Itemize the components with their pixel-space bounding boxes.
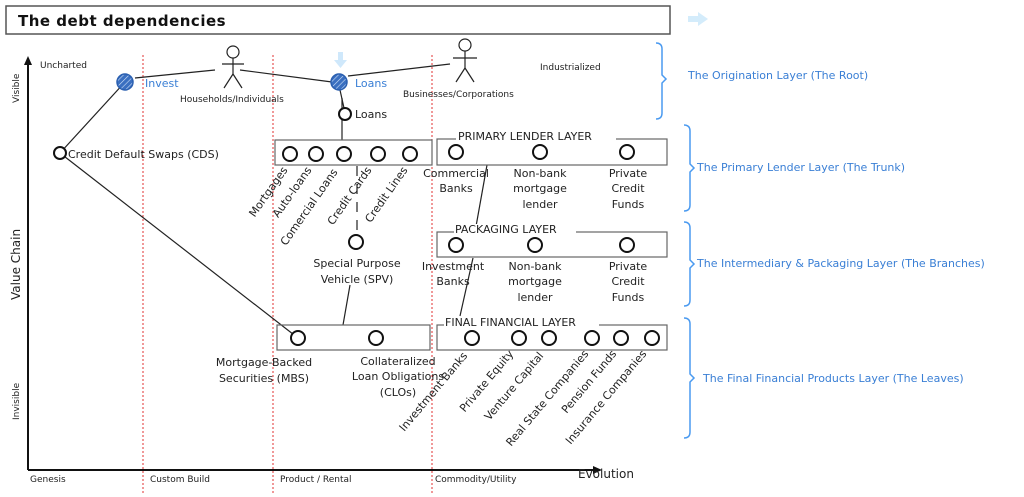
uncharted-label: Uncharted — [40, 61, 87, 71]
svg-text:Credit: Credit — [611, 182, 645, 195]
bracket-label-final: The Final Financial Products Layer (The … — [702, 372, 964, 385]
loan-types-box — [274, 139, 433, 166]
securities-box — [276, 324, 431, 351]
svg-text:Non-bank: Non-bank — [514, 167, 568, 180]
credit-lines-node[interactable] — [402, 146, 418, 162]
svg-text:(CLOs): (CLOs) — [380, 386, 416, 399]
loans-node[interactable] — [338, 107, 352, 121]
households-user-icon — [222, 45, 244, 89]
clos-node[interactable] — [368, 330, 384, 346]
stage-product: Product / Rental — [280, 475, 352, 485]
households-label: Households/Individuals — [180, 95, 284, 105]
pension-funds-node[interactable] — [613, 330, 629, 346]
bracket-final — [683, 317, 696, 439]
final-layer-nodes — [464, 330, 660, 346]
industrialized-label: Industrialized — [540, 63, 601, 73]
final-layer-title: FINAL FINANCIAL LAYER — [445, 316, 576, 329]
stage-genesis: Genesis — [30, 475, 66, 485]
svg-text:lender: lender — [517, 291, 553, 304]
y-top-label: Visible — [12, 73, 22, 103]
primary-lender-title: PRIMARY LENDER LAYER — [458, 130, 592, 143]
svg-text:mortgage: mortgage — [513, 182, 567, 195]
invest-label: Invest — [145, 77, 179, 90]
loan-type-nodes — [282, 146, 418, 162]
spv-label: Special Purpose — [313, 257, 401, 270]
bracket-origination — [655, 42, 668, 120]
arrow-right-icon[interactable] — [688, 12, 708, 26]
private-credit-node[interactable] — [619, 144, 635, 160]
loans-label: Loans — [355, 108, 387, 121]
svg-text:Funds: Funds — [612, 198, 645, 211]
invest-node[interactable] — [116, 73, 134, 91]
commercial-banks-node[interactable] — [448, 144, 464, 160]
packaging-labels: Investment Banks Non-bank mortgage lende… — [422, 260, 648, 304]
packaging-title: PACKAGING LAYER — [455, 223, 557, 236]
mbs-node[interactable] — [290, 330, 306, 346]
nonbank-lender-node[interactable] — [527, 237, 543, 253]
real-state-node[interactable] — [584, 330, 600, 346]
bracket-label-packaging: The Intermediary & Packaging Layer (The … — [696, 257, 985, 270]
private-credit-node[interactable] — [619, 237, 635, 253]
insurance-node[interactable] — [644, 330, 660, 346]
venture-capital-node[interactable] — [541, 330, 557, 346]
cds-label: Credit Default Swaps (CDS) — [68, 148, 219, 161]
svg-text:Private: Private — [609, 167, 648, 180]
credit-cards-node[interactable] — [370, 146, 386, 162]
businesses-user-icon — [453, 38, 477, 83]
links — [59, 63, 488, 339]
bracket-label-primary: The Primary Lender Layer (The Trunk) — [696, 161, 905, 174]
loans-top-node[interactable] — [330, 73, 348, 91]
bracket-label-origination: The Origination Layer (The Root) — [687, 69, 868, 82]
mortgages-node[interactable] — [282, 146, 298, 162]
stage-commodity: Commodity/Utility — [435, 475, 517, 485]
svg-text:Commercial: Commercial — [423, 167, 489, 180]
y-axis-label: Value Chain — [9, 229, 23, 300]
cds-node[interactable] — [53, 146, 67, 160]
svg-text:Private: Private — [609, 260, 648, 273]
svg-text:mortgage: mortgage — [508, 275, 562, 288]
svg-text:Banks: Banks — [439, 182, 473, 195]
primary-lender-labels: Commercial Banks Non-bank mortgage lende… — [423, 167, 647, 211]
stage-custom-build: Custom Build — [150, 475, 210, 485]
svg-text:Investment: Investment — [422, 260, 485, 273]
y-bottom-label: Invisible — [12, 382, 22, 420]
svg-text:Funds: Funds — [612, 291, 645, 304]
svg-text:Securities (MBS): Securities (MBS) — [219, 372, 309, 385]
businesses-label: Businesses/Corporations — [403, 90, 514, 100]
svg-text:Non-bank: Non-bank — [509, 260, 563, 273]
investment-banks-node[interactable] — [464, 330, 480, 346]
title-box — [5, 5, 671, 35]
x-axis-label: Evolution — [578, 467, 634, 481]
loans-top-label: Loans — [355, 77, 387, 90]
arrow-down-icon — [334, 52, 347, 68]
svg-text:Collateralized: Collateralized — [360, 355, 435, 368]
svg-text:lender: lender — [522, 198, 558, 211]
svg-text:Credit: Credit — [611, 275, 645, 288]
auto-loans-node[interactable] — [308, 146, 324, 162]
map-title: The debt dependencies — [18, 12, 226, 30]
spv-node[interactable] — [348, 234, 364, 250]
svg-text:Mortgage-Backed: Mortgage-Backed — [216, 356, 312, 369]
y-axis-arrow-icon — [24, 56, 32, 65]
spv-label: Vehicle (SPV) — [321, 273, 394, 286]
bracket-packaging — [683, 221, 696, 307]
svg-text:Loan Obligations: Loan Obligations — [352, 370, 444, 383]
commercial-loans-node[interactable] — [336, 146, 352, 162]
securities-labels: Mortgage-Backed Securities (MBS) Collate… — [216, 355, 444, 399]
investment-banks-node[interactable] — [448, 237, 464, 253]
nonbank-lender-node[interactable] — [532, 144, 548, 160]
private-equity-node[interactable] — [511, 330, 527, 346]
x-axis-arrow-icon — [593, 466, 602, 474]
svg-text:Banks: Banks — [436, 275, 470, 288]
bracket-primary — [683, 124, 696, 212]
